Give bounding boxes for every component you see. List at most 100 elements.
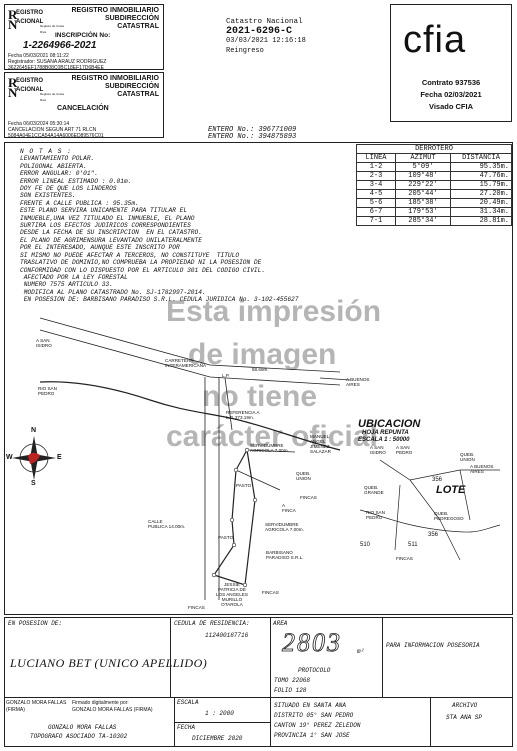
inscripcion-fecha: Fecha 05/03/2021 08:11:22 (8, 53, 69, 59)
ubic-queb-grande: QUEB. GRANDE (364, 485, 384, 495)
ubic-queb-pedregoso: QUEB. PEDREGOSO (434, 511, 464, 521)
notes-line: ESTE PLANO SERVIRA UNICAMENTE PARA TITUL… (20, 207, 188, 215)
label-58-69: 58.69m. (252, 367, 269, 372)
informacion-posesoria: PARA INFORMACION POSESORIA (386, 642, 480, 649)
ubicacion-title: UBICACION (358, 418, 421, 430)
surveyor-title: TOPOGRAFO ASOCIADO TA-10302 (30, 733, 128, 740)
highway-south-edge (39, 329, 341, 386)
logo-sub: Registro de Costa Rica (40, 24, 65, 34)
location-line-4: PROVINCIA 1° SAN JOSE (274, 732, 350, 739)
watermark-line-4: carácter oficial (166, 420, 378, 453)
notes-line: ERROR LINEAL ESTIMADO : 0.01m. (20, 177, 132, 185)
footer-frame (4, 617, 513, 747)
ubic-a-san-isidro: A SAN ISIDRO (370, 445, 386, 455)
notes-line: ERROR ANGULAR: 0'01". (20, 170, 98, 178)
notes-block: N O T A S : LEVANTAMIENTO POLAR.POLIGONA… (20, 148, 360, 304)
escala-label: ESCALA (177, 699, 199, 706)
label-queb-union: QUEB. UNION (296, 471, 311, 481)
cancelacion-stamp: R N EGISTRO ACIONAL Registro de Costa Ri… (4, 72, 164, 139)
archivo-label: ARCHIVO (452, 702, 478, 709)
notes-line: SURTIRA LOS EFECTOS JUDIRICOS CORRESPOND… (20, 222, 191, 230)
location-line-3: CANTON 19° PEREZ ZELEDON (274, 722, 361, 729)
stamp-title-2: SUBDIRECCIÓN (104, 83, 159, 90)
cedula-label: CEDULA DE RESIDENCIA: (174, 620, 250, 627)
notes-line: SI MISMO NO PUEDE AFECTAR A TERCEROS, NO… (20, 251, 240, 259)
catastro-status: Reingreso (226, 47, 264, 55)
compass-west: W (6, 454, 13, 461)
plan-map (12, 317, 351, 600)
lot-polygon (213, 448, 256, 586)
inscripcion-hash: 3622645EF1788B08C0BC18EF17D6B4EE (8, 65, 104, 71)
location-line-2: DISTRITO 05° SAN PEDRO (274, 712, 354, 719)
stamp-title-2: SUBDIRECCIÓN (104, 15, 159, 22)
label-servidumbre-agricola: SERVIDUMBRE AGRICOLA 7.00m. (250, 443, 289, 453)
catastro-block: Catastro Nacional 2021-6296-C 03/03/2021… (226, 18, 386, 55)
ubicacion-escala: ESCALA 1 : 50000 (358, 437, 410, 443)
notes-line: FRENTE A CALLE PUBLICA : 95.35m. (20, 199, 139, 207)
inscripcion-number: 1-2264966-2021 (23, 40, 97, 51)
notes-line: INMUEBLE,UNA VEZ TITULADO EL INMUEBLE, E… (20, 214, 195, 222)
compass-east: E (57, 454, 62, 461)
catastro-title: Catastro Nacional (226, 18, 303, 26)
registro-logo: R N EGISTRO ACIONAL Registro de Costa Ri… (8, 7, 65, 34)
label-a-san-isidro: A SAN ISIDRO (36, 338, 52, 348)
area-value: 2803 (282, 628, 342, 658)
logo-sub: Registro de Costa Rica (40, 92, 65, 102)
folio-value: FOLIO 128 (274, 687, 307, 694)
label-lp: L.P. (222, 373, 230, 378)
stamp-title-3: CATASTRAL (117, 91, 159, 98)
notes-line: SON EXISTENTES. (20, 192, 76, 200)
label-carretera: CARRETERA INTERAMERICANA (165, 358, 207, 368)
ubic-a-buenos-aires: A BUENOS AIRES (470, 464, 494, 474)
compass-south: S (31, 480, 36, 487)
cedula-value: 112400187716 (205, 632, 249, 639)
river-line (39, 381, 341, 451)
arrow-buenos-aires (319, 377, 351, 381)
stamp-title-1: REGISTRO INMOBILIARIO (71, 7, 160, 14)
notes-line: DESDE LA FECHA DE SU INSCRIPCION EN EL C… (20, 229, 202, 237)
boundary-line (235, 469, 281, 491)
label-a-finca: A FINCA (282, 503, 296, 513)
area-unit: m² (357, 648, 365, 655)
notes-line: CONFORMIDAD CON LO DISPUESTO POR EL ARTI… (20, 266, 266, 274)
notes-line: NUMERO 7575 ARTICULO 33. (20, 281, 113, 289)
ubic-queb-union: QUEB. UNION (460, 452, 475, 462)
protocolo-label: PROTOCOLO (298, 667, 331, 674)
label-manuel: MANUEL ANGEL JIMENEZ SALAZAR (310, 434, 331, 454)
cancelacion-hash: 5084A04E1CCA54A14A6006ED89576C01 (8, 133, 104, 139)
area-label: AREA (273, 620, 288, 627)
watermark-line-3: no tiene (202, 380, 318, 413)
notes-line: POR EL INTERESADO, AUNQUE ESTE INSCRITO … (20, 244, 180, 252)
ubicacion-map (359, 459, 501, 561)
logo-text-1: EGISTRO (16, 78, 44, 84)
ubic-rio-san-pedro: RIO SAN PEDRO (366, 510, 385, 520)
stamp-title-3: CATASTRAL (117, 23, 159, 30)
escala-value: 1 : 2000 (205, 710, 234, 717)
cfia-stamp: cfia Contrato 937536 Fecha 02/03/2021 Vi… (390, 4, 512, 122)
ubicacion-hoja: HOJA REPUNTA (362, 430, 409, 436)
label-pasto-2: PASTO (218, 535, 234, 540)
label-barbisano: BARBISANO PARADISO S.R.L. (266, 550, 304, 560)
cancelacion-fecha: Fecha 06/03/2024 05:30:14 (8, 121, 70, 127)
posesion-value: LUCIANO BET (UNICO APELLIDO) (10, 656, 208, 670)
inscripcion-stamp: R N EGISTRO ACIONAL Registro de Costa Ri… (4, 4, 164, 71)
servidumbre-line (246, 449, 296, 453)
label-fincas-3: FINCAS (188, 605, 205, 610)
notes-line: MODIFICA AL PLANO CATASTRADO No. SJ-1782… (20, 288, 206, 296)
label-jessie: JESSIE PATRICIA DE LOS ANGELES MURILLO O… (216, 582, 248, 607)
label-calle-publica: CALLE PUBLICA 14.00m. (148, 519, 186, 529)
inscripcion-registrador: Registrador: SUSANA ARAUZ RODRIGUEZ (8, 59, 107, 65)
label-a-buenos-aires: A BUENOS AIRES (346, 377, 370, 387)
cfia-fecha: Fecha 02/03/2021 (420, 90, 482, 99)
compass-north: N (31, 427, 37, 434)
cancelacion-label: CANCELACIÓN (57, 105, 109, 112)
plan-frame (4, 142, 513, 615)
notes-line: EN POSESION DE: BARBISANO PARADISO S.R.L… (20, 296, 299, 304)
fecha-value: DICIEMBRE 2020 (192, 735, 243, 742)
label-fincas-1: FINCAS (300, 495, 317, 500)
entero-2: ENTERO No.: 394875893 (208, 133, 297, 141)
notes-line: POLIGONAL ABIERTA. (20, 162, 87, 170)
entero-1: ENTERO No.: 396771009 (208, 126, 297, 134)
